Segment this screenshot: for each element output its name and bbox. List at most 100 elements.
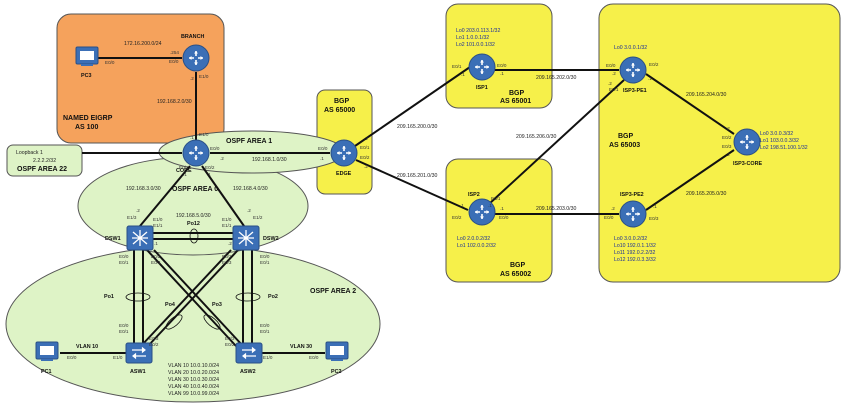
- if-dsw2-ip: .2: [228, 241, 232, 246]
- if-dsw1-d1: E0/1: [119, 260, 129, 265]
- pc2-label: PC2: [331, 369, 342, 375]
- bgp-edge-as: AS 65000: [324, 107, 355, 114]
- if-ispcore-pe1-ip: .2: [726, 126, 730, 131]
- if-pe2-core: E0/3: [649, 216, 659, 221]
- isp1-lo0: Lo0 203.0.113.1/32: [456, 28, 500, 34]
- isp1-router-icon[interactable]: [468, 53, 496, 81]
- isp3-core-lo2: Lo2 198.51.100.1/32: [760, 145, 808, 151]
- branch-router-icon[interactable]: [182, 44, 210, 72]
- subnet-isp2-pe1: 209.165.206.0/30: [516, 134, 557, 140]
- vlan-pc2: VLAN 30: [290, 344, 312, 350]
- ospf-area22-title: OSPF AREA 22: [17, 166, 67, 173]
- isp3-pe1-label: ISP3-PE1: [623, 88, 647, 94]
- pc1-label: PC1: [41, 369, 52, 375]
- isp3-core-label: ISP3-CORE: [733, 161, 762, 167]
- if-isp1-pe1-ip: .1: [500, 71, 504, 76]
- po1-label: Po1: [104, 294, 114, 300]
- if-asw1-u3: E0/3: [149, 336, 159, 341]
- if-isp1-edge: E0/1: [452, 64, 462, 69]
- eigrp-title: NAMED EIGRP: [63, 115, 113, 122]
- if-branch-pc3-ip: .254: [170, 50, 179, 55]
- po12-ring: [189, 228, 199, 244]
- dsw2-switch-icon[interactable]: [232, 225, 260, 251]
- vlan-pc1: VLAN 10: [76, 344, 98, 350]
- isp3-bgp-title: BGP: [618, 133, 634, 140]
- isp2-lo0: Lo0 2.0.0.2/32: [457, 236, 490, 242]
- po4-label: Po4: [165, 302, 175, 308]
- if-branch-down: E1/0: [199, 74, 209, 79]
- subnet-edge-isp1: 209.165.200.0/30: [397, 124, 438, 130]
- pc3-icon[interactable]: [75, 46, 99, 67]
- isp3-core-lo1: Lo1 103.0.0.3/32: [760, 138, 799, 144]
- if-core-d2: E0/2: [205, 165, 215, 170]
- if-dsw2-d3: E0/3: [222, 260, 232, 265]
- if-dsw2-d1: E0/1: [260, 260, 270, 265]
- link-core-dsw2: [201, 165, 245, 227]
- if-pe1-isp1-ip: .2: [612, 71, 616, 76]
- if-core-up-ip: .1: [190, 135, 194, 140]
- isp3-pe2-lo0: Lo0 3.0.0.2/32: [614, 236, 647, 242]
- bgp-edge-title: BGP: [334, 98, 350, 105]
- link-edge-isp2: [355, 159, 469, 211]
- edge-router-icon[interactable]: [330, 139, 358, 167]
- link-dsw2-asw1-a: [147, 249, 239, 347]
- if-isp2-pe2-ip: .1: [500, 206, 504, 211]
- if-dsw1-e10: E1/0: [153, 217, 163, 222]
- if-asw2-pc: E1/0: [263, 355, 273, 360]
- if-core-edge: E0/0: [210, 146, 220, 151]
- asw2-switch-icon[interactable]: [235, 342, 263, 364]
- loopback-label: Loopback 1: [16, 150, 43, 156]
- if-pe2-isp2: E0/0: [604, 215, 614, 220]
- if-isp1-edge-ip: .1: [461, 72, 465, 77]
- if-pe1-core-ip: .1: [648, 76, 652, 81]
- vlan-list-4: VLAN 99 10.0.99.0/24: [168, 391, 219, 397]
- link-isp2-pe1: [488, 79, 625, 205]
- isp1-lo1: Lo1 1.0.0.1/32: [456, 35, 489, 41]
- po3-ring: [203, 314, 221, 330]
- pc1-icon[interactable]: [35, 341, 59, 362]
- pc2-icon[interactable]: [325, 341, 349, 362]
- core-router-icon[interactable]: [182, 139, 210, 167]
- if-asw1-u1: E0/1: [119, 329, 129, 334]
- if-pe2-core-ip: .1: [653, 204, 657, 209]
- if-branch-pc3: E0/0: [169, 59, 179, 64]
- if-edge-isp1-ip: .2: [364, 136, 368, 141]
- subnet-dsw-dsw: 192.168.5.0/30: [176, 213, 211, 219]
- subnet-core-dsw1: 192.168.3.0/30: [126, 186, 161, 192]
- if-pe1-core: E0/2: [649, 62, 659, 67]
- po3-label: Po3: [212, 302, 222, 308]
- subnet-isp1-pe1: 209.165.202.0/30: [536, 75, 577, 81]
- if-isp2-edge-ip: .1: [460, 203, 464, 208]
- isp3-pe1-lo0: Lo0 3.0.0.1/32: [614, 45, 647, 51]
- if-core-edge-ip: .2: [220, 156, 224, 161]
- if-core-d1: E0/1: [179, 165, 189, 170]
- pc3-label: PC3: [81, 73, 92, 79]
- subnet-edge-isp2: 209.165.201.0/30: [397, 173, 438, 179]
- subnet-core-dsw2: 192.168.4.0/30: [233, 186, 268, 192]
- isp3-pe2-router-icon[interactable]: [619, 200, 647, 228]
- isp3-core-router-icon[interactable]: [733, 128, 761, 156]
- if-edge-isp1: E0/1: [360, 145, 370, 150]
- isp3-pe2-lo11: Lo11 192.0.2.2/32: [614, 250, 656, 256]
- isp1-bgp-title: BGP: [509, 90, 525, 97]
- if-dsw2-d2: E0/2: [222, 254, 232, 259]
- isp1-zone: [445, 3, 553, 109]
- eigrp-zone: [56, 13, 225, 144]
- if-edge-core-ip: .1: [320, 156, 324, 161]
- subnet-branch-core: 192.168.2.0/30: [157, 99, 192, 105]
- core-label: CORE: [176, 168, 192, 174]
- if-pe2-isp2-ip: .2: [611, 206, 615, 211]
- ospf-area2-title: OSPF AREA 2: [310, 288, 356, 295]
- if-dsw1-up: E1/3: [127, 215, 137, 220]
- isp3-pe2-lo12: Lo12 192.0.3.3/32: [614, 257, 656, 263]
- po12-label: Po12: [187, 221, 200, 227]
- if-edge-isp2: E0/2: [360, 155, 370, 160]
- eigrp-as: AS 100: [75, 124, 98, 131]
- isp3-core-lo0: Lo0 3.0.0.3/32: [760, 131, 793, 137]
- vlan-list-2: VLAN 30 10.0.30.0/24: [168, 377, 219, 383]
- if-pc1: E0/0: [67, 355, 77, 360]
- link-pe1-core: [645, 73, 735, 135]
- link-dsw2-asw1-b: [140, 249, 232, 347]
- dsw1-switch-icon[interactable]: [126, 225, 154, 251]
- isp3-pe1-router-icon[interactable]: [619, 56, 647, 84]
